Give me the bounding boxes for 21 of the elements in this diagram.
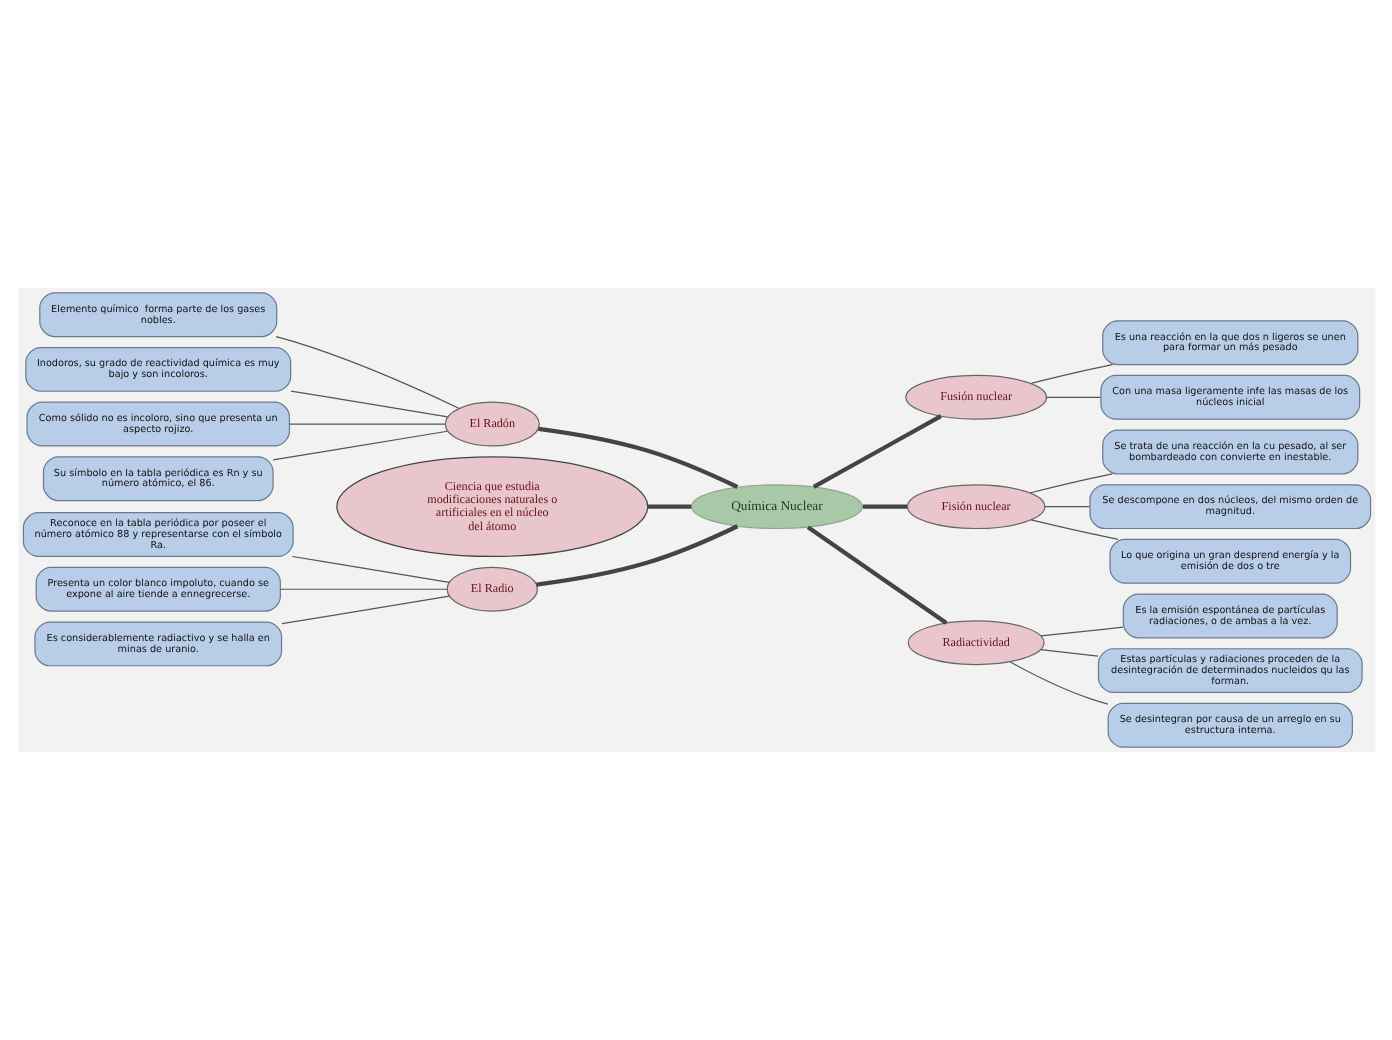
connector — [1038, 649, 1098, 657]
connector — [287, 423, 445, 425]
connector — [1029, 519, 1118, 540]
connector — [289, 390, 448, 418]
connector — [811, 414, 941, 489]
connector — [805, 525, 947, 625]
connector — [280, 595, 450, 625]
connector — [290, 555, 449, 583]
connector — [535, 524, 738, 587]
connector — [271, 430, 447, 461]
connector — [861, 504, 907, 509]
connector — [279, 588, 447, 590]
connector — [1043, 506, 1090, 508]
connector — [646, 504, 691, 509]
connector — [1044, 396, 1101, 398]
connector — [1039, 626, 1123, 637]
connector — [1029, 363, 1113, 384]
connector — [537, 426, 738, 489]
connector — [1008, 661, 1108, 705]
connector — [1028, 473, 1113, 494]
connector — [274, 336, 459, 410]
